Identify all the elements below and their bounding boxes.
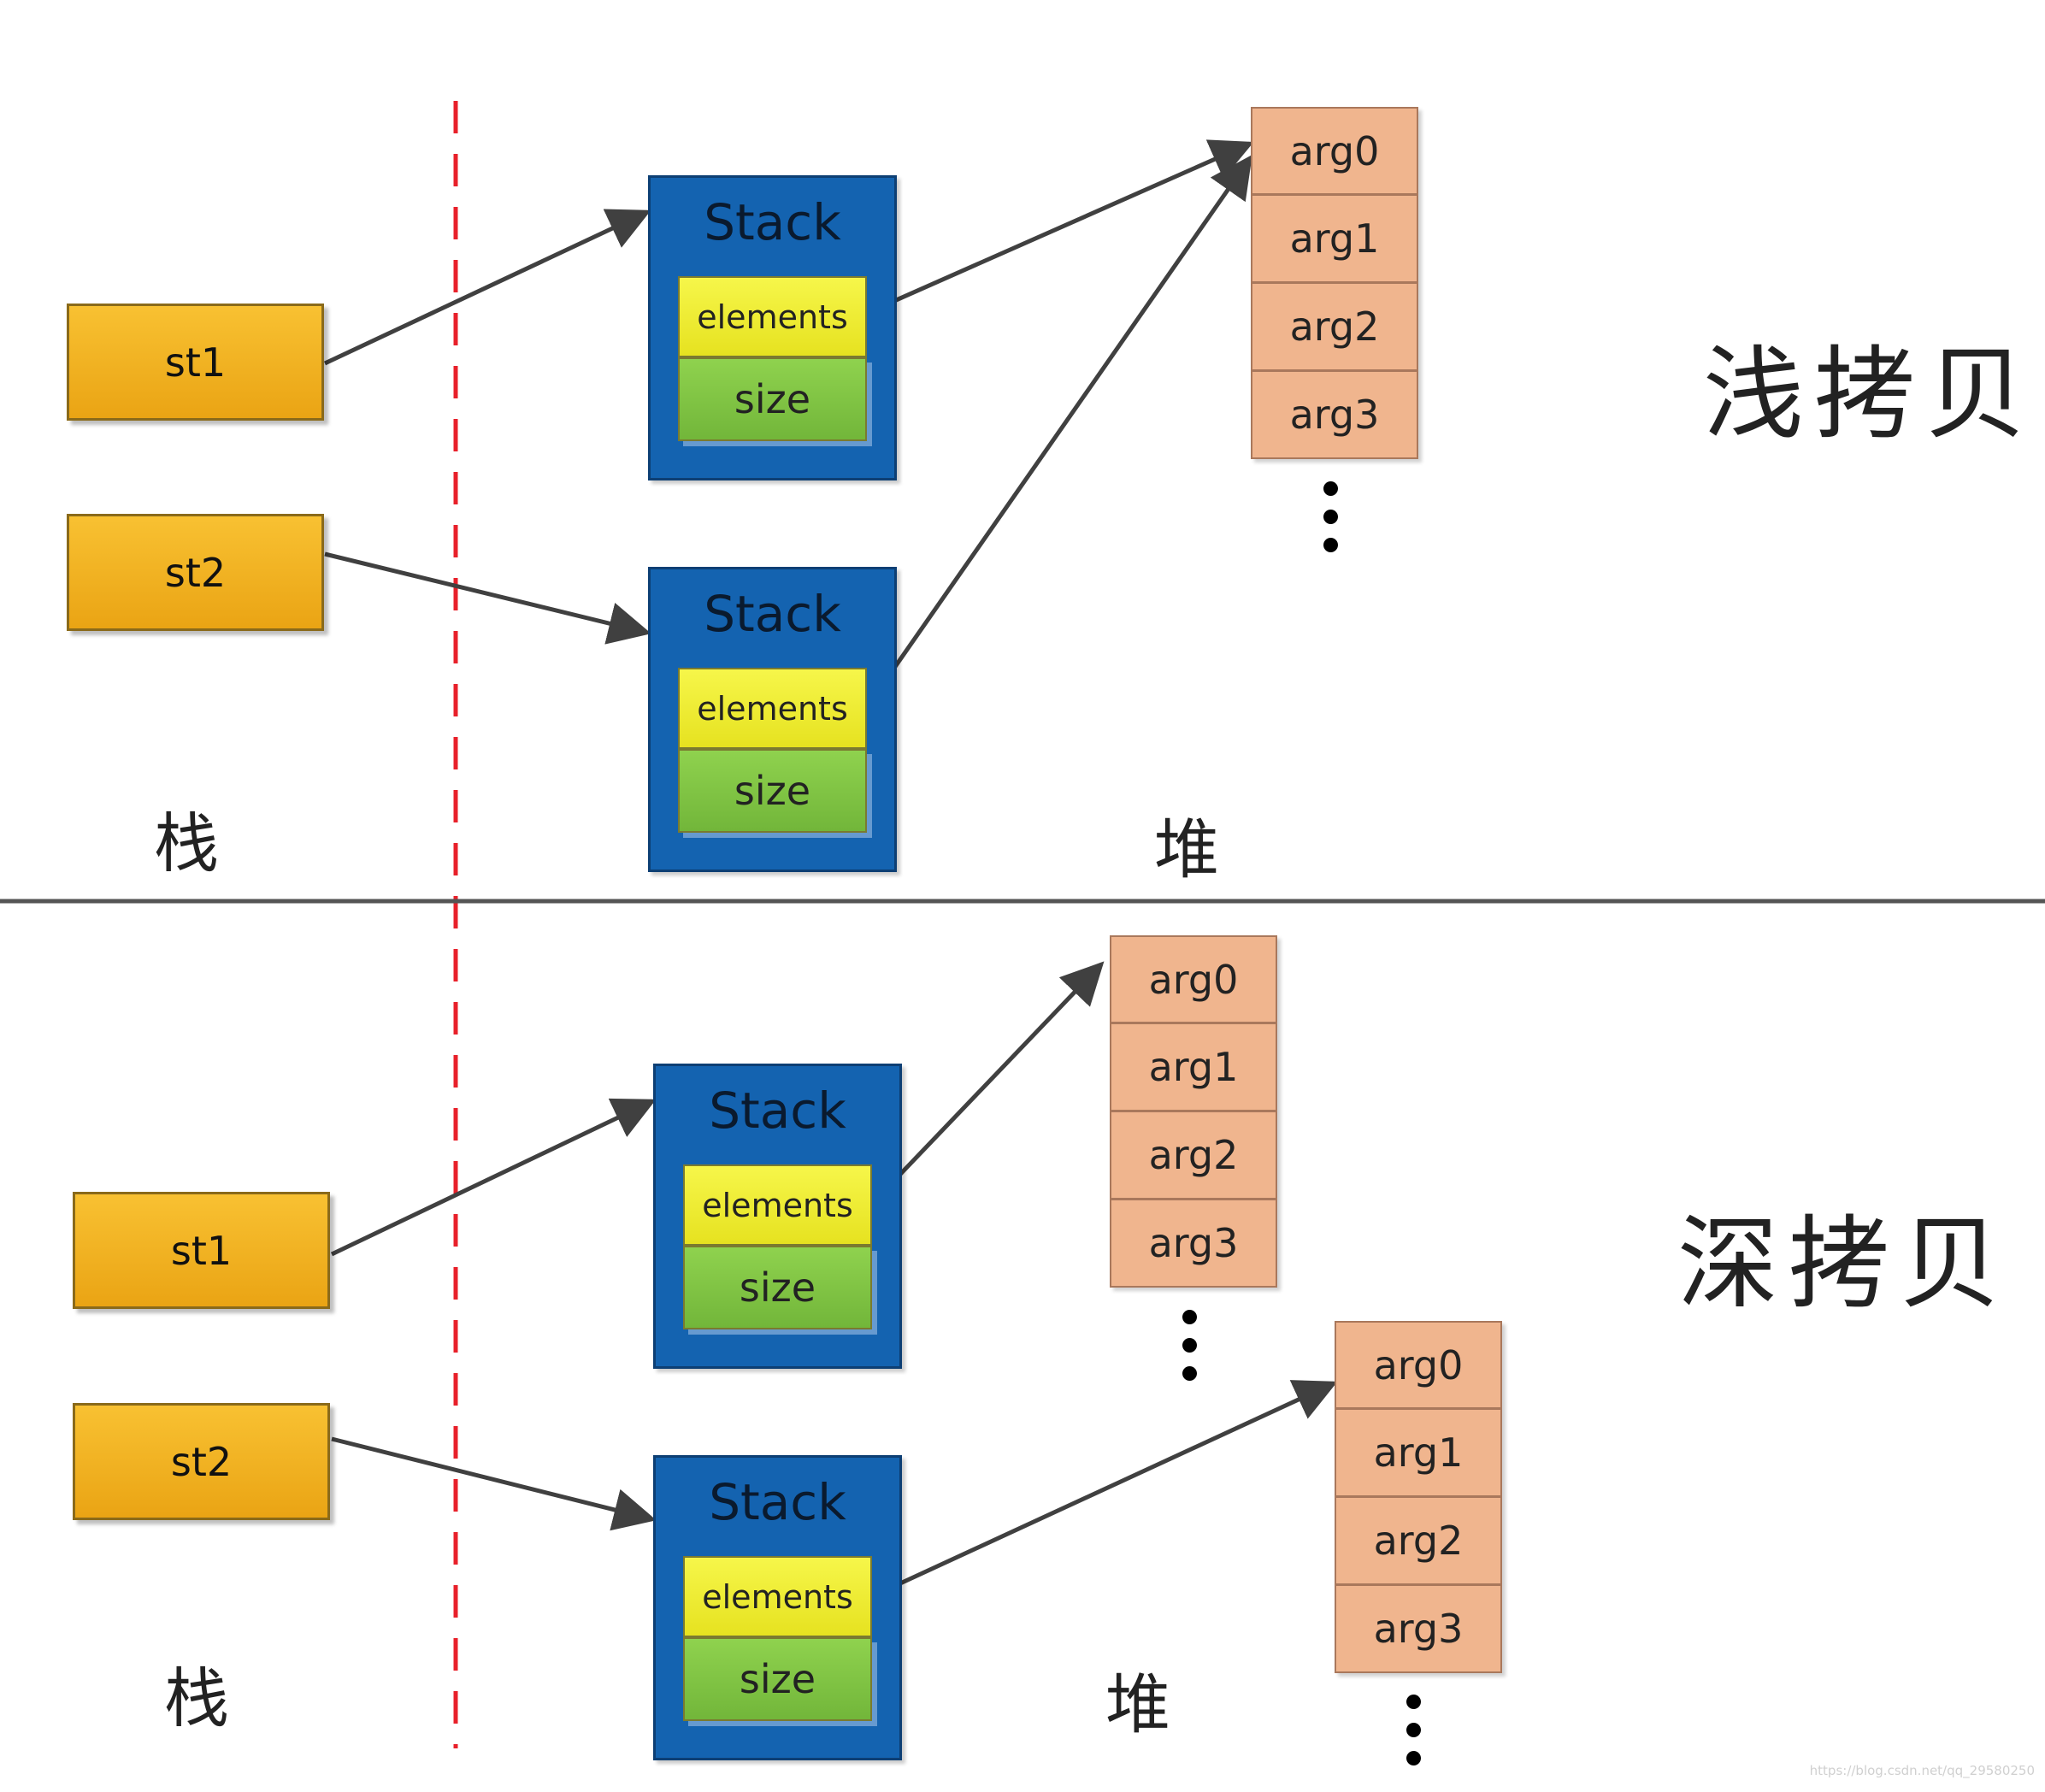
section-title-shallow: 浅拷贝	[1703, 335, 2037, 453]
array-cell: arg3	[1335, 1585, 1502, 1673]
arrow-deep-elements1-to-array1	[869, 961, 1105, 1207]
stack-object: Stack elements size	[653, 1455, 902, 1760]
array-cell: arg0	[1335, 1321, 1502, 1409]
field-size: size	[678, 749, 867, 833]
arrow-shallow-elements1-to-array	[863, 139, 1254, 316]
arrow-deep-stack2-to-array2	[899, 1380, 1338, 1586]
array-cell: arg2	[1335, 1497, 1502, 1585]
field-elements: elements	[683, 1164, 872, 1246]
arrow-deep-st1-to-stack	[330, 1098, 657, 1257]
arrow-shallow-elements2-to-array	[863, 154, 1252, 711]
array-cell: arg3	[1251, 371, 1418, 459]
ellipsis-icon	[1323, 481, 1341, 566]
field-elements: elements	[683, 1556, 872, 1637]
field-elements: elements	[678, 668, 867, 749]
stack-title: Stack	[709, 1082, 846, 1140]
stack-title: Stack	[704, 585, 841, 643]
stack-title: Stack	[704, 193, 841, 251]
var-st1: st1	[73, 1192, 330, 1309]
var-st2: st2	[73, 1403, 330, 1520]
ellipsis-icon	[1182, 1310, 1199, 1394]
heap-region-label: 堆	[1105, 1666, 1170, 1742]
stack-object: Stack elements size	[648, 175, 897, 480]
arrow-deep-st2-to-stack	[331, 1436, 657, 1531]
field-elements: elements	[678, 276, 867, 357]
stack-region-label: 栈	[154, 805, 219, 881]
heap-array: arg0 arg1 arg2 arg3	[1110, 935, 1277, 1288]
array-cell: arg1	[1251, 195, 1418, 283]
heap-array: arg0 arg1 arg2 arg3	[1335, 1321, 1502, 1673]
var-st2: st2	[67, 514, 324, 631]
watermark: https://blog.csdn.net/qq_29580250	[1809, 1763, 2035, 1778]
stack-title: Stack	[709, 1473, 846, 1531]
ellipsis-icon	[1406, 1695, 1423, 1779]
field-size: size	[683, 1637, 872, 1721]
stack-region-label: 栈	[164, 1660, 229, 1736]
array-cell: arg3	[1110, 1200, 1277, 1288]
heap-array: arg0 arg1 arg2 arg3	[1251, 107, 1418, 459]
array-cell: arg0	[1110, 935, 1277, 1023]
stack-object: Stack elements size	[653, 1064, 902, 1369]
heap-region-label: 堆	[1154, 811, 1219, 887]
arrow-shallow-st2-to-stack	[324, 551, 651, 645]
stack-object: Stack elements size	[648, 567, 897, 872]
field-size: size	[683, 1246, 872, 1329]
array-cell: arg0	[1251, 107, 1418, 195]
section-title-deep: 深拷贝	[1677, 1205, 2012, 1323]
field-size: size	[678, 357, 867, 441]
array-cell: arg1	[1335, 1409, 1502, 1497]
array-cell: arg2	[1110, 1111, 1277, 1200]
array-cell: arg2	[1251, 283, 1418, 371]
arrow-shallow-st1-to-stack	[323, 209, 651, 366]
var-st1: st1	[67, 304, 324, 421]
array-cell: arg1	[1110, 1023, 1277, 1111]
